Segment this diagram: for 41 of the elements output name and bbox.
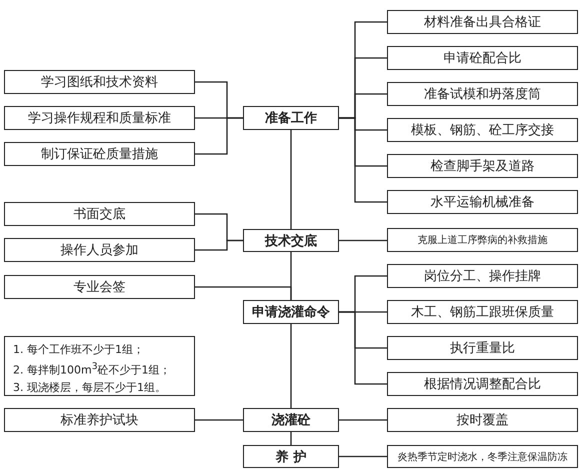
connector-line <box>339 311 387 385</box>
task-box: 学习操作规程和质量标准 <box>4 106 195 130</box>
task-box: 炎热季节定时浇水，冬季注意保温防冻 <box>387 445 578 468</box>
note-text: 1. 每个工作班不少于1组； <box>13 342 145 358</box>
step-box: 技术交底 <box>243 229 339 252</box>
task-box: 根据情况调整配合比 <box>387 372 578 396</box>
note-box <box>4 336 195 396</box>
step-box: 浇灌砼 <box>243 408 339 432</box>
connector-line <box>339 117 387 203</box>
connector-line <box>339 456 387 458</box>
task-box: 标准养护试块 <box>4 408 195 432</box>
connector-line <box>195 117 243 155</box>
connector-line <box>290 432 292 445</box>
task-box: 材料准备出具合格证 <box>387 10 578 34</box>
connector-line <box>339 419 387 421</box>
task-box: 木工、钢筋工跟班保质量 <box>387 300 578 324</box>
note-text: 3. 现浇楼层，每层不少于1组。 <box>13 380 167 396</box>
task-box: 制订保证砼质量措施 <box>4 142 195 166</box>
task-box: 操作人员参加 <box>4 238 195 262</box>
connector-line <box>195 240 243 251</box>
connector-line <box>195 419 243 421</box>
step-box: 养 护 <box>243 445 339 468</box>
task-box: 准备试模和坍落度筒 <box>387 82 578 106</box>
task-box: 岗位分工、操作挂牌 <box>387 264 578 288</box>
task-box: 检查脚手架及道路 <box>387 154 578 178</box>
task-box: 水平运输机械准备 <box>387 190 578 214</box>
task-box: 模板、钢筋、砼工序交接 <box>387 118 578 142</box>
step-box: 申请浇灌命令 <box>243 300 339 324</box>
connector-line <box>339 240 387 242</box>
task-box: 按时覆盖 <box>387 408 578 432</box>
task-box: 学习图纸和技术资料 <box>4 70 195 94</box>
task-box: 专业会签 <box>4 275 195 299</box>
task-box: 申请砼配合比 <box>387 46 578 70</box>
connector-line <box>290 130 292 229</box>
task-box: 克服上道工序弊病的补救措施 <box>387 228 578 252</box>
task-box: 书面交底 <box>4 202 195 226</box>
connector-line <box>195 286 292 300</box>
note-text: 2. 每拌制100m$^{3}$砼不少于1组； <box>13 360 172 379</box>
task-box: 执行重量比 <box>387 336 578 360</box>
step-box: 准备工作 <box>243 106 339 130</box>
connector-line <box>290 324 292 408</box>
